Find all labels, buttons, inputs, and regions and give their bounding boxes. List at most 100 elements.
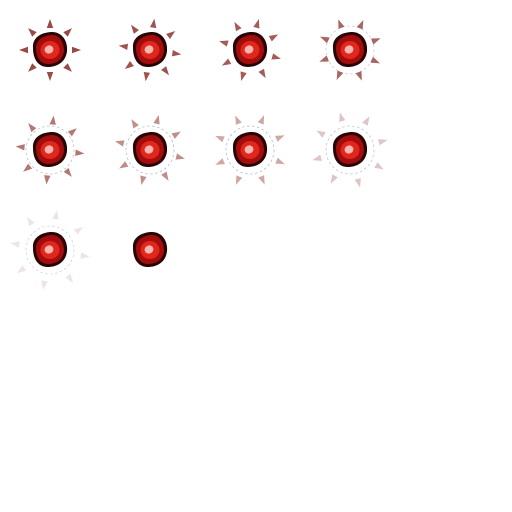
spike-shape [16, 265, 27, 274]
spike-shape [355, 71, 362, 81]
spike-shape [356, 20, 364, 30]
frame-9 [10, 210, 90, 290]
ring-outline [125, 125, 175, 175]
spike-shape [131, 119, 139, 129]
spike-shape [63, 28, 72, 37]
spike-shape [41, 280, 48, 290]
ring-outline [225, 125, 275, 175]
spike-shape [320, 36, 330, 44]
spike-shape [73, 226, 84, 235]
spike-shape [234, 21, 242, 32]
blob-highlight [344, 145, 354, 154]
ring-outline [325, 125, 375, 175]
blob-body [132, 232, 168, 267]
spike-shape [319, 55, 329, 62]
spike-shape [374, 162, 384, 170]
spike-shape [28, 123, 37, 133]
spike-shape [339, 112, 346, 122]
spike-shape [336, 70, 344, 80]
spike-shape [268, 34, 279, 42]
spike-shape [15, 144, 25, 151]
blob-highlight [44, 45, 54, 54]
spike-shape [119, 161, 129, 169]
spike-shape [26, 216, 35, 227]
spike-shape [370, 56, 380, 64]
spike-shape [28, 28, 37, 37]
ring-outline [325, 25, 375, 75]
spike-shape [338, 19, 345, 29]
spike-shape [10, 241, 20, 248]
spike-shape [140, 175, 147, 185]
spike-shape [115, 140, 125, 147]
frame-6 [115, 115, 185, 185]
spike-shape [221, 58, 232, 66]
spike-shape [63, 63, 72, 72]
spike-shape [19, 46, 28, 54]
frame-7 [215, 115, 285, 185]
spike-shape [65, 273, 74, 284]
spike-shape [175, 153, 185, 160]
spike-shape [28, 63, 37, 72]
blob-highlight [244, 45, 254, 54]
blob-body [132, 32, 168, 67]
spike-shape [46, 19, 54, 28]
spike-shape [124, 61, 134, 70]
blob-highlight [144, 45, 154, 54]
ring-outline [25, 125, 75, 175]
spike-shape [149, 18, 157, 29]
spike-shape [257, 115, 265, 125]
blob-body [332, 32, 368, 67]
blob-highlight [144, 245, 154, 254]
blob-body [32, 232, 68, 267]
spike-shape [235, 175, 243, 185]
spike-shape [330, 174, 338, 184]
spike-shape [275, 157, 285, 165]
spike-shape [235, 115, 242, 125]
blob-body [132, 132, 168, 167]
frame-10 [132, 232, 168, 267]
spike-shape [258, 175, 265, 185]
frame-3 [219, 19, 281, 81]
frame-8 [312, 112, 388, 188]
blob-body [32, 32, 68, 67]
spike-shape [378, 139, 388, 146]
spike-shape [312, 154, 322, 161]
blob-body [232, 132, 268, 167]
spike-shape [72, 46, 81, 54]
spike-shape [240, 71, 247, 81]
spike-shape [171, 131, 181, 139]
spike-shape [52, 210, 59, 220]
spike-shape [271, 53, 281, 60]
blob-highlight [44, 145, 54, 154]
spike-shape [258, 68, 266, 79]
blob-body [32, 132, 68, 167]
spike-shape [215, 158, 225, 165]
spike-shape [23, 163, 33, 172]
spike-shape [362, 116, 370, 126]
ring-outline [25, 225, 75, 275]
frame-2 [118, 18, 182, 82]
spike-shape [161, 171, 169, 181]
spike-shape [75, 149, 85, 156]
spike-shape [153, 115, 160, 125]
spike-shape [80, 252, 90, 259]
spike-shape [49, 115, 56, 125]
blob-body [232, 32, 268, 67]
blob-body [332, 132, 368, 167]
spike-shape [44, 175, 51, 185]
blob-highlight [244, 145, 254, 154]
spike-shape [130, 24, 139, 34]
spike-shape [118, 43, 129, 51]
spike-shape [219, 40, 229, 47]
spike-shape [161, 66, 170, 76]
frame-5 [15, 115, 85, 185]
spike-shape [253, 19, 260, 29]
spike-shape [215, 135, 225, 143]
spike-shape [371, 38, 381, 45]
blob-highlight [344, 45, 354, 54]
frame-4 [319, 19, 381, 81]
spike-shape [166, 30, 176, 39]
blob-highlight [44, 245, 54, 254]
spike-shape [171, 49, 182, 57]
